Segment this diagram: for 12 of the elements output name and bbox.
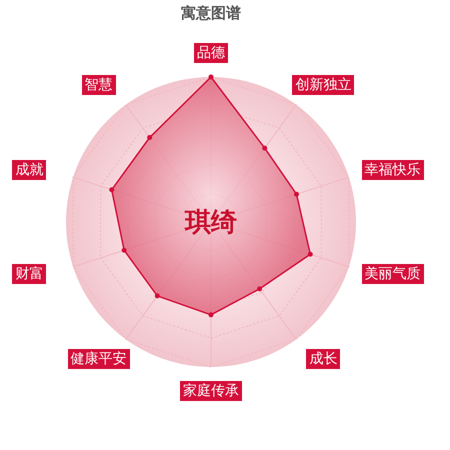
axis-label: 健康平安	[68, 348, 130, 369]
axis-label: 创新独立	[292, 75, 354, 96]
chart-title: 寓意图谱	[180, 4, 242, 23]
axis-label: 成就	[12, 160, 46, 180]
axis-label: 财富	[12, 264, 46, 284]
axis-label: 幸福快乐	[362, 160, 424, 180]
axis-label: 家庭传承	[180, 381, 242, 401]
axis-label: 美丽气质	[362, 264, 424, 284]
axis-label: 品德	[194, 43, 228, 63]
axis-label: 成长	[306, 348, 340, 369]
axis-label: 智慧	[82, 75, 116, 96]
center-name: 琪绮	[185, 206, 237, 240]
